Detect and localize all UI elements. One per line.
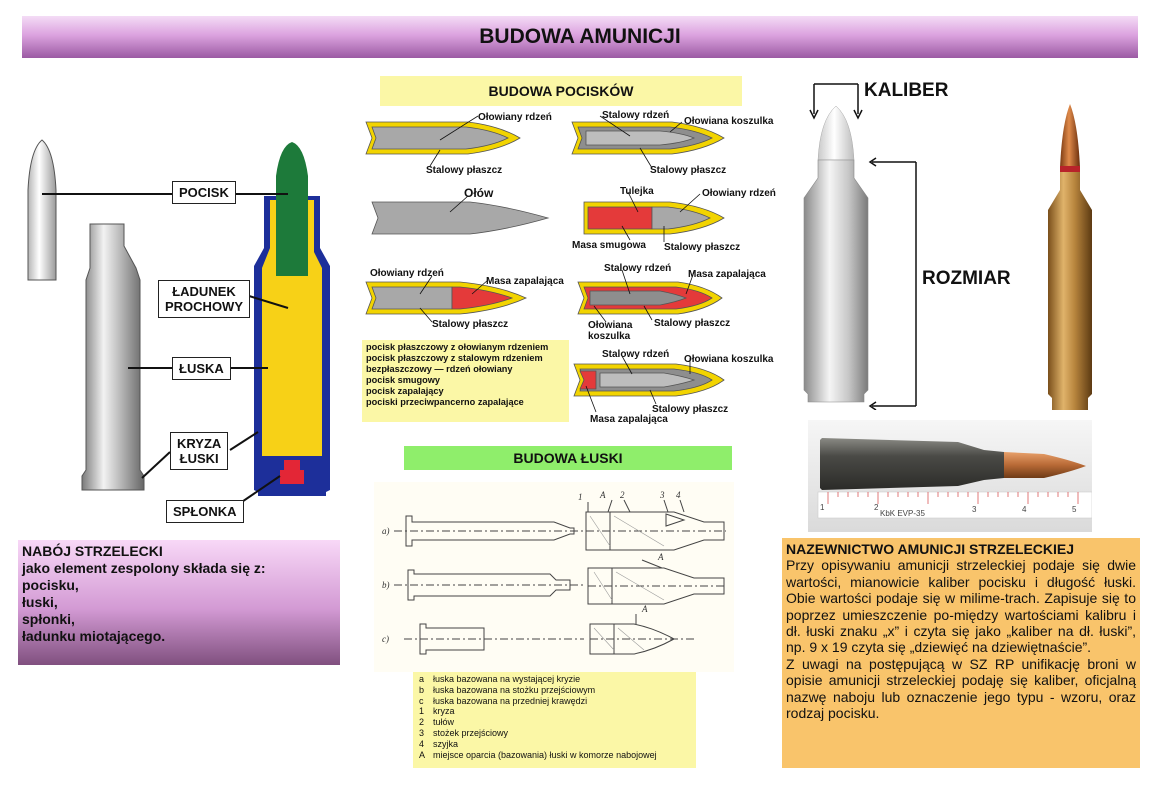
label-b3-top: Ołów [464,186,494,200]
label-b2-top: Stalowy rdzeń [602,110,670,121]
ruler-num: 2 [874,503,879,512]
brass-cartridge-photo [1048,104,1092,410]
label-b7-right: Ołowiana koszulka [684,354,774,365]
ruler-num: 4 [1022,505,1027,514]
callout-splonka: SPŁONKA [166,500,244,523]
definition-line: jako element zespolony składa się z: [22,560,266,576]
callout-kryza: KRYZA ŁUSKI [170,432,229,470]
bullets-heading: BUDOWA POCISKÓW [380,76,742,106]
naming-paragraph-2: Z uwagi na postępującą w SZ RP unifikacj… [786,655,1136,722]
cartridge-diagram [27,139,330,511]
loose-bullet-shape [27,139,57,281]
num-4: 4 [676,490,681,500]
mark-b: A [657,552,664,562]
label-b6-bottom: Stalowy płaszcz [654,318,731,329]
rozmiar-label: ROZMIAR [922,268,1011,289]
bullet-3 [371,201,550,235]
label-b6-left: Ołowiana koszulka [588,320,633,342]
case-heading: BUDOWA ŁUSKI [404,446,732,470]
label-b4-right: Ołowiany rdzeń [702,188,776,199]
caliber-bullet-tip [817,105,855,161]
label-b7-left: Masa zapalająca [590,414,668,425]
ruler-num: 3 [972,505,977,514]
bullet-types-legend: pocisk płaszczowy z ołowianym rdzeniem p… [362,340,569,422]
caliber-case [803,159,869,403]
naming-heading: NAZEWNICTWO AMUNICJI STRZELECKIEJ [786,541,1075,557]
row-a-label: a) [382,526,390,536]
callout-luska: ŁUSKA [172,357,231,380]
legend-line: pocisk płaszczowy z stalowym rdzeniem [366,353,543,363]
legend-line: pocisk smugowy [366,375,441,385]
label-b7-bottom: Stalowy płaszcz [652,404,729,415]
page-title-text: BUDOWA AMUNICJI [479,25,681,48]
naming-box: NAZEWNICTWO AMUNICJI STRZELECKIEJ Przy o… [782,538,1140,768]
legend-line: bezpłaszczowy — rdzeń ołowiany [366,364,513,374]
ruler-text: KbK EVP-35 [880,509,925,518]
definition-line: ładunku miotającego. [22,628,166,644]
photo-case [820,438,1004,490]
cartridge-ruler-photo: KbK EVP-35 1 2 3 4 5 [808,420,1092,532]
mark-c: A [641,604,648,614]
label-b2-bottom: Stalowy płaszcz [650,165,727,176]
definition-line: NABÓJ STRZELECKI [22,543,163,559]
label-b5-right: Masa zapalająca [486,276,564,287]
num-3: 3 [659,490,665,500]
row-b-label: b) [382,580,390,590]
bullet-types-diagram [365,115,725,413]
page-title: BUDOWA AMUNICJI [22,16,1138,58]
label-b4-top: Tulejka [620,186,654,197]
num-a: A [599,490,606,500]
row-c-label: c) [382,634,389,644]
definition-line: spłonki, [22,611,75,627]
legend-line: pocisk płaszczowy z ołowianym rdzeniem [366,342,549,352]
label-b4-bottom: Stalowy płaszcz [664,242,741,253]
label-b6-right: Masa zapalająca [688,269,766,280]
ruler-num: 1 [820,503,825,512]
label-b1-top: Ołowiany rdzeń [478,112,552,123]
section-bullet [276,142,308,276]
naming-paragraph-1: Przy opisywaniu amunicji strzeleckiej po… [786,557,1136,656]
label-b5-bottom: Stalowy płaszcz [432,319,509,330]
label-b7-top: Stalowy rdzeń [602,349,670,360]
legend-line: pocisk zapalający [366,386,444,396]
kaliber-label: KALIBER [864,80,949,101]
photo-bullet [1004,452,1086,478]
label-b2-right: Ołowiana koszulka [684,116,774,127]
label-b1-bottom: Stalowy płaszcz [426,165,503,176]
num-2: 2 [620,490,625,500]
callout-ladunek: ŁADUNEK PROCHOWY [158,280,250,318]
case-technical-drawing: a) b) c) 1 A 2 3 4 A A [374,482,734,672]
definition-line: pocisku, [22,577,79,593]
label-b4-left: Masa smugowa [572,240,646,251]
label-b5-top: Ołowiany rdzeń [370,268,444,279]
callout-pocisk: POCISK [172,181,236,204]
ruler-num: 5 [1072,505,1077,514]
loose-case-shape [81,223,145,491]
cartridge-definition-box: NABÓJ STRZELECKI jako element zespolony … [18,540,340,665]
label-b6-top: Stalowy rdzeń [604,263,672,274]
definition-line: łuski, [22,594,58,610]
legend-line: pociski przeciwpancerno zapalające [366,397,524,407]
caliber-diagram [803,83,917,410]
num-1: 1 [578,492,583,502]
